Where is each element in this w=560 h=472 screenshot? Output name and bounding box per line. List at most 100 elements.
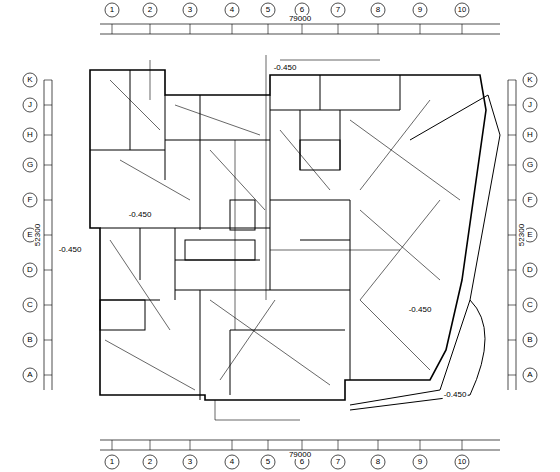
dimension-tick bbox=[420, 24, 421, 34]
axis-bubble bbox=[183, 455, 197, 469]
dimension-tick bbox=[508, 305, 516, 306]
axis-bubble bbox=[523, 263, 537, 277]
axis-number: 2 bbox=[148, 458, 152, 466]
axis-bubble bbox=[225, 3, 239, 17]
dimension-tick bbox=[508, 375, 516, 376]
axis-number: C bbox=[527, 301, 533, 309]
axis-number: B bbox=[527, 336, 532, 344]
axis-bubble bbox=[23, 128, 37, 142]
axis-bubble bbox=[261, 3, 275, 17]
axis-number: 10 bbox=[458, 458, 466, 466]
dimension-tick bbox=[508, 105, 516, 106]
dimension-label: -0.450 bbox=[408, 306, 433, 314]
axis-bubble bbox=[523, 333, 537, 347]
dimension-tick bbox=[232, 24, 233, 34]
dimension-label: -0.450 bbox=[58, 246, 83, 254]
dimension-tick bbox=[508, 135, 516, 136]
dimension-tick bbox=[462, 24, 463, 34]
axis-number: J bbox=[528, 101, 532, 109]
axis-bubble bbox=[331, 3, 345, 17]
dimension-tick bbox=[302, 24, 303, 34]
axis-number: G bbox=[27, 161, 33, 169]
dimension-label: 79000 bbox=[288, 15, 312, 23]
dimension-tick bbox=[508, 235, 516, 236]
dimension-tick bbox=[44, 305, 52, 306]
dimension-tick bbox=[44, 235, 52, 236]
axis-number: 1 bbox=[110, 6, 114, 14]
dimension-tick bbox=[112, 440, 113, 450]
axis-number: D bbox=[27, 266, 33, 274]
dimension-tick bbox=[44, 340, 52, 341]
axis-bubble bbox=[105, 455, 119, 469]
dimension-tick bbox=[150, 440, 151, 450]
axis-bubble bbox=[413, 3, 427, 17]
dimension-tick bbox=[268, 440, 269, 450]
axis-bubble bbox=[523, 128, 537, 142]
axis-number: 7 bbox=[336, 6, 340, 14]
dimension-label: 52300 bbox=[34, 223, 42, 247]
dimension-tick bbox=[190, 24, 191, 34]
dimension-tick bbox=[190, 440, 191, 450]
dimension-tick bbox=[44, 270, 52, 271]
axis-bubble bbox=[105, 3, 119, 17]
axis-bubble bbox=[183, 3, 197, 17]
axis-bubble bbox=[523, 73, 537, 87]
axis-bubble bbox=[523, 298, 537, 312]
axis-number: 8 bbox=[376, 6, 380, 14]
axis-number: 5 bbox=[266, 6, 270, 14]
axis-number: H bbox=[527, 131, 533, 139]
dimension-tick bbox=[44, 165, 52, 166]
axis-number: G bbox=[527, 161, 533, 169]
axis-bubble bbox=[23, 333, 37, 347]
axis-number: 2 bbox=[148, 6, 152, 14]
dimension-tick bbox=[112, 24, 113, 34]
dimension-label: -0.450 bbox=[273, 64, 298, 72]
axis-number: E bbox=[27, 231, 32, 239]
axis-bubble bbox=[413, 455, 427, 469]
dimension-tick bbox=[338, 24, 339, 34]
dimension-tick bbox=[378, 440, 379, 450]
dimension-label: -0.450 bbox=[443, 391, 468, 399]
axis-number: 1 bbox=[110, 458, 114, 466]
axis-bubble bbox=[523, 98, 537, 112]
axis-bubble bbox=[143, 3, 157, 17]
dimension-tick bbox=[378, 24, 379, 34]
axis-number: B bbox=[27, 336, 32, 344]
axis-bubble bbox=[23, 298, 37, 312]
axis-number: 6 bbox=[300, 6, 304, 14]
dimension-tick bbox=[44, 200, 52, 201]
axis-bubble bbox=[23, 368, 37, 382]
axis-number: J bbox=[28, 101, 32, 109]
axis-bubble bbox=[331, 455, 345, 469]
axis-number: K bbox=[27, 76, 32, 84]
axis-number: 4 bbox=[230, 6, 234, 14]
axis-number: 4 bbox=[230, 458, 234, 466]
dimension-tick bbox=[508, 340, 516, 341]
axis-bubble bbox=[371, 3, 385, 17]
axis-number: A bbox=[527, 371, 532, 379]
dimension-label: 79000 bbox=[288, 451, 312, 459]
axis-bubble bbox=[23, 158, 37, 172]
axis-bubble bbox=[23, 98, 37, 112]
axis-number: C bbox=[27, 301, 33, 309]
axis-number: 3 bbox=[188, 6, 192, 14]
axis-number: 6 bbox=[300, 458, 304, 466]
axis-number: D bbox=[527, 266, 533, 274]
dimension-tick bbox=[44, 135, 52, 136]
dimension-tick bbox=[232, 440, 233, 450]
dimension-tick bbox=[44, 80, 52, 81]
axis-number: 3 bbox=[188, 458, 192, 466]
axis-bubble bbox=[143, 455, 157, 469]
axis-number: 9 bbox=[418, 6, 422, 14]
axis-bubble bbox=[23, 193, 37, 207]
axis-bubble bbox=[23, 73, 37, 87]
dimension-tick bbox=[150, 24, 151, 34]
axis-bubble bbox=[371, 455, 385, 469]
axis-bubble bbox=[261, 455, 275, 469]
dimension-tick bbox=[508, 165, 516, 166]
axis-bubble bbox=[225, 455, 239, 469]
dimension-tick bbox=[508, 200, 516, 201]
dimension-tick bbox=[462, 440, 463, 450]
axis-number: 7 bbox=[336, 458, 340, 466]
